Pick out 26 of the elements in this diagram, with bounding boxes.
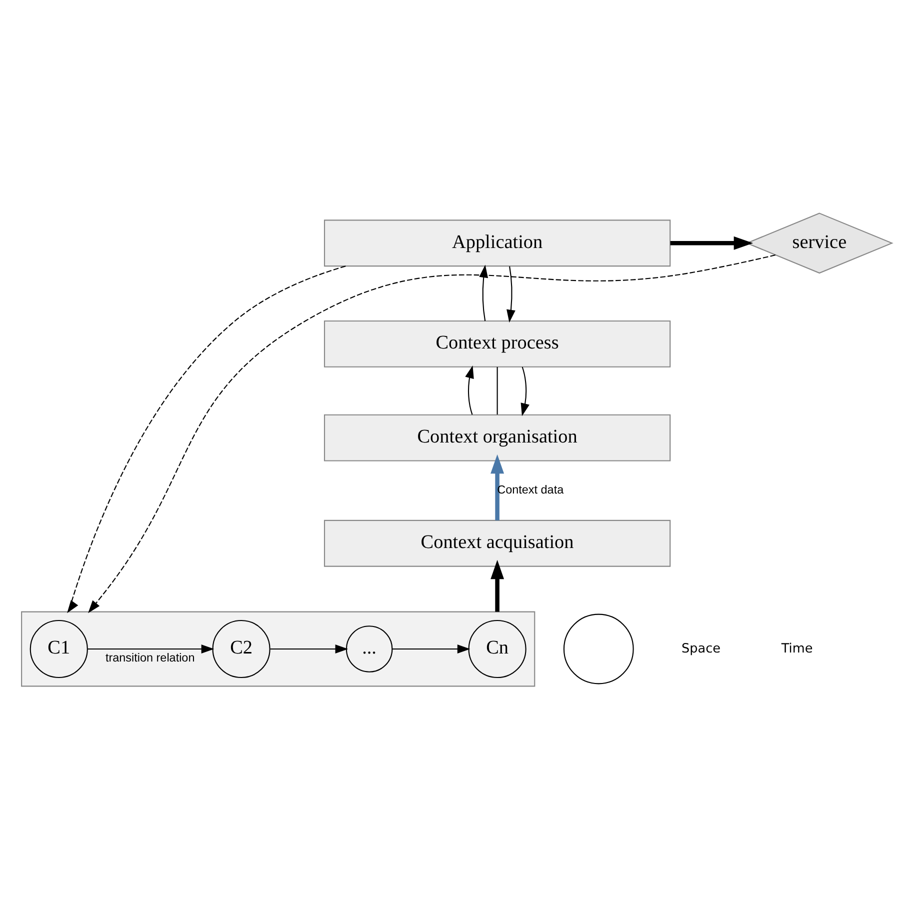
arrow [88,644,214,653]
node-box: Application [324,219,671,266]
arrow [270,644,348,653]
connector [496,366,498,414]
label: Time [781,640,813,656]
node-box: Context organisation [324,414,671,461]
node-box: Context acquisation [324,519,671,566]
arrow [520,366,530,416]
arrow [670,236,754,250]
arrow [67,265,346,613]
arrow [479,264,488,321]
cluster [21,610,536,686]
node-circle: C1 [30,619,88,678]
node-circle: Cn [468,619,526,678]
node-circle [563,613,634,684]
arrow [465,364,474,414]
arrow [490,454,504,520]
arrow [490,559,504,612]
node-box: Context process [324,320,671,367]
node-circle: ... [346,625,393,672]
arrow [392,644,470,653]
label: Space [682,640,721,656]
arrow [88,254,776,613]
edge-label: transition relation [105,651,195,664]
arrow [506,266,516,322]
node-circle: C2 [212,619,270,678]
